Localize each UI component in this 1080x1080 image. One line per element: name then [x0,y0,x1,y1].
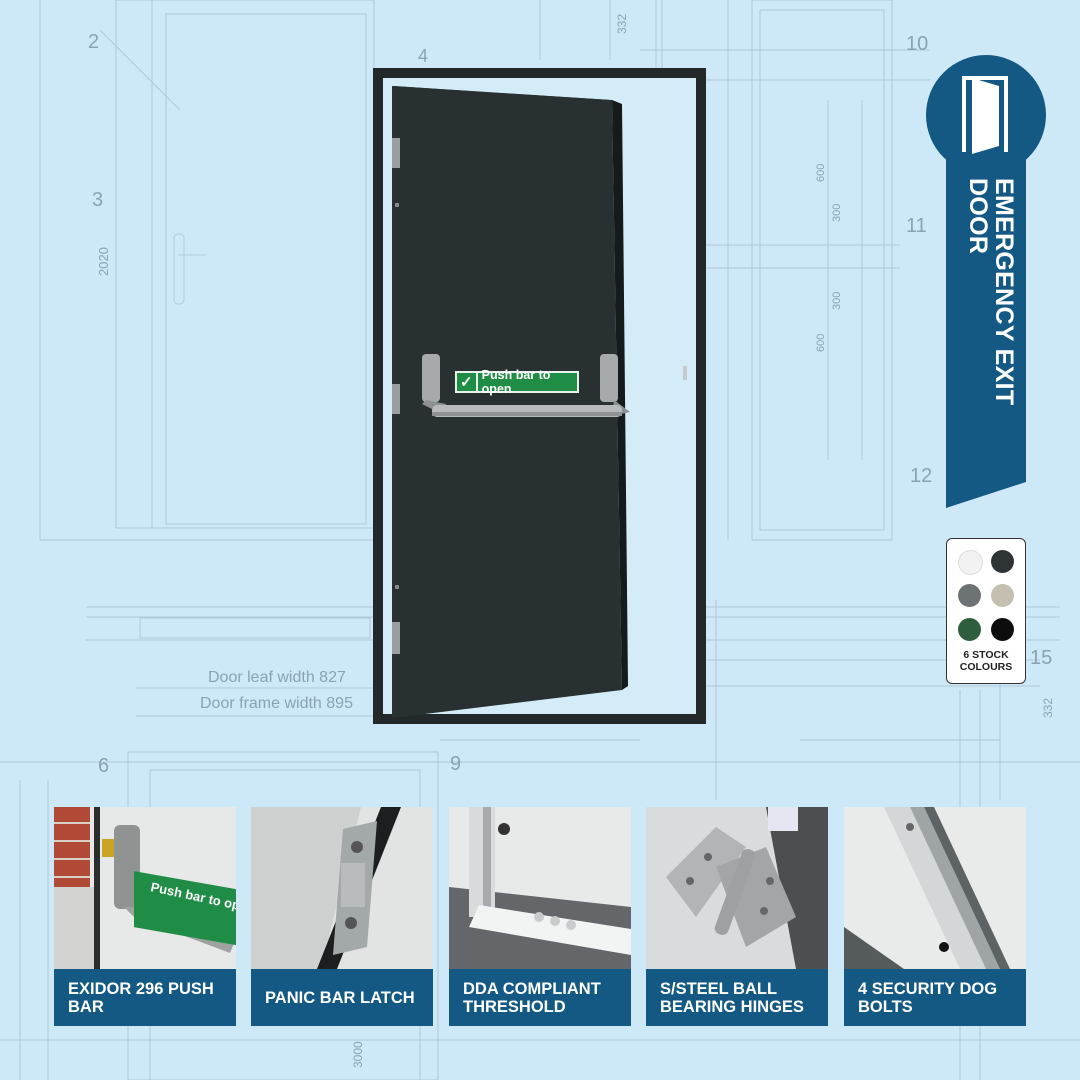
leaf-width-label: Door leaf width 827 [208,669,346,686]
num-6: 6 [98,755,109,777]
feature-hinges: S/STEEL BALL BEARING HINGES [646,807,828,1026]
swatch-green [958,618,981,641]
swatch-anthracite [991,550,1014,573]
feature-label: EXIDOR 296 PUSH BAR [54,969,236,1026]
hinges-photo [646,807,828,969]
feature-label: S/STEEL BALL BEARING HINGES [646,969,828,1026]
panic-latch-photo [251,807,433,969]
push-bar [422,354,630,417]
push-bar-sign-text: Push bar to open [481,368,551,396]
mid-hinge [392,384,400,414]
emergency-exit-badge [926,55,1046,508]
open-door-icon [962,76,1008,154]
feature-dog-bolts: 4 SECURITY DOG BOLTS [844,807,1026,1026]
dim-300-a: 300 [831,204,843,222]
swatch-white [958,550,983,575]
push-bar-sign: ✓ Push bar to open [455,368,579,396]
push-bar-photo: Push bar to open [54,807,236,969]
threshold-photo [449,807,631,969]
feature-threshold: DDA COMPLIANT THRESHOLD [449,807,631,1026]
feature-label: DDA COMPLIANT THRESHOLD [449,969,631,1026]
feature-label: PANIC BAR LATCH [251,969,433,1026]
num-4: 4 [418,46,428,66]
num-9: 9 [450,753,461,775]
dim-332-top: 332 [615,14,629,34]
dim-332-side: 332 [1041,698,1055,718]
num-15: 15 [1030,647,1052,669]
dog-bolts-photo [844,807,1026,969]
checkmark-icon: ✓ [457,373,478,391]
stock-colours-caption: 6 STOCK COLOURS [959,649,1013,673]
num-12: 12 [910,465,932,487]
swatch-grey [958,584,981,607]
height-label: 2020 [96,247,111,276]
swatch-black [991,618,1014,641]
num-10: 10 [906,33,928,55]
dim-300-b: 300 [831,292,843,310]
badge-title-text: EMERGENCY EXIT DOOR [964,178,1018,406]
badge-title: EMERGENCY EXIT DOOR [955,178,1018,438]
top-hinge [392,138,400,168]
bottom-hinge [392,622,400,654]
num-3: 3 [92,189,103,211]
feature-push-bar: Push bar to open EXIDOR 296 PUSH BAR [54,807,236,1026]
dim-600-b: 600 [815,334,827,352]
swatch-beige [991,584,1014,607]
stock-colours-card: 6 STOCK COLOURS [946,538,1026,684]
num-11: 11 [906,215,927,237]
feature-panic-latch: PANIC BAR LATCH [251,807,433,1026]
dim-3000: 3000 [351,1041,365,1068]
dim-600-a: 600 [815,164,827,182]
feature-label: 4 SECURITY DOG BOLTS [844,969,1026,1026]
frame-width-label: Door frame width 895 [200,695,353,712]
num-2: 2 [88,31,99,53]
